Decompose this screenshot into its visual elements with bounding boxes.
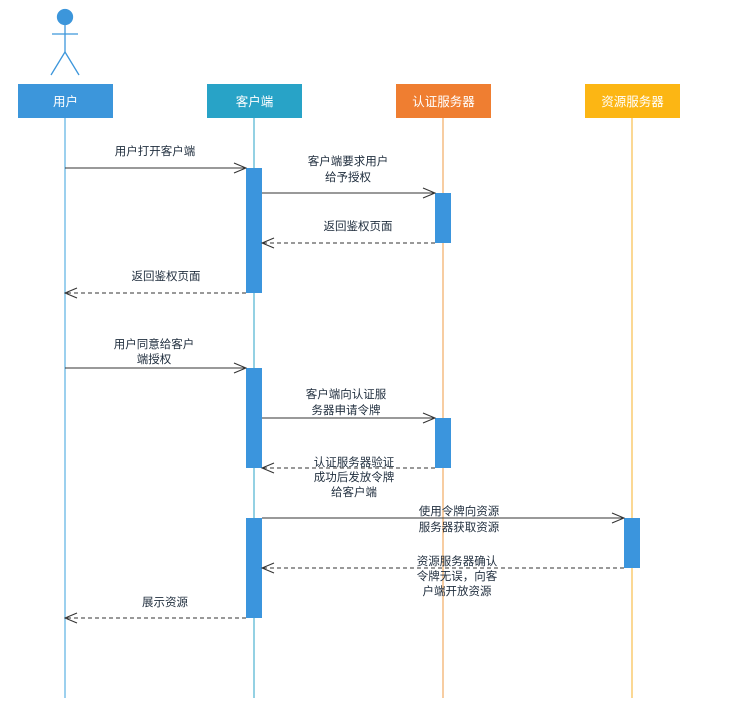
participant-client-label: 客户端 xyxy=(236,94,274,109)
message-label: 服务器获取资源 xyxy=(419,520,500,534)
message-fetch-resource: 使用令牌向资源 服务器获取资源 xyxy=(262,504,624,534)
message-label: 用户打开客户端 xyxy=(115,144,196,158)
message-label: 展示资源 xyxy=(142,595,188,609)
activation-resource-1 xyxy=(624,518,640,568)
message-label: 给客户端 xyxy=(331,485,377,499)
participant-auth-server: 认证服务器 xyxy=(396,84,491,118)
participant-auth-server-label: 认证服务器 xyxy=(412,94,475,109)
message-return-auth-page-1: 返回鉴权页面 xyxy=(262,219,435,243)
activation-auth-1 xyxy=(435,193,451,243)
message-label: 使用令牌向资源 xyxy=(419,504,500,518)
message-label: 端授权 xyxy=(137,352,172,366)
participant-user-label: 用户 xyxy=(53,94,78,109)
message-label: 认证服务器验证 xyxy=(314,455,395,469)
message-issue-token: 认证服务器验证 成功后发放令牌 给客户端 xyxy=(262,455,435,499)
message-label: 令牌无误，向客 xyxy=(417,569,498,583)
message-label: 返回鉴权页面 xyxy=(132,269,201,283)
activation-client-1 xyxy=(246,168,262,293)
activation-client-2 xyxy=(246,368,262,468)
activation-client-3 xyxy=(246,518,262,618)
message-show-resource: 展示资源 xyxy=(65,595,246,618)
participant-client: 客户端 xyxy=(207,84,302,118)
message-label: 用户同意给客户 xyxy=(114,337,195,351)
participant-resource-server-label: 资源服务器 xyxy=(601,94,664,109)
message-label: 客户端要求用户 xyxy=(308,154,389,168)
message-user-grants: 用户同意给客户 端授权 xyxy=(65,337,246,368)
message-label: 户端开放资源 xyxy=(423,584,492,598)
message-open-client: 用户打开客户端 xyxy=(65,144,246,168)
message-label: 返回鉴权页面 xyxy=(324,219,393,233)
message-request-authorization: 客户端要求用户 给予授权 xyxy=(262,154,435,193)
message-request-token: 客户端向认证服 务器申请令牌 xyxy=(262,387,435,418)
message-label: 客户端向认证服 xyxy=(306,387,387,401)
message-return-auth-page-2: 返回鉴权页面 xyxy=(65,269,246,293)
message-label: 务器申请令牌 xyxy=(312,403,381,417)
participant-resource-server: 资源服务器 xyxy=(585,84,680,118)
message-open-resource: 资源服务器确认 令牌无误，向客 户端开放资源 xyxy=(262,554,624,598)
participant-user: 用户 xyxy=(18,84,113,118)
message-label: 资源服务器确认 xyxy=(417,554,498,568)
user-actor-icon xyxy=(50,8,80,76)
activation-auth-2 xyxy=(435,418,451,468)
message-label: 成功后发放令牌 xyxy=(314,470,395,484)
message-label: 给予授权 xyxy=(325,170,371,184)
